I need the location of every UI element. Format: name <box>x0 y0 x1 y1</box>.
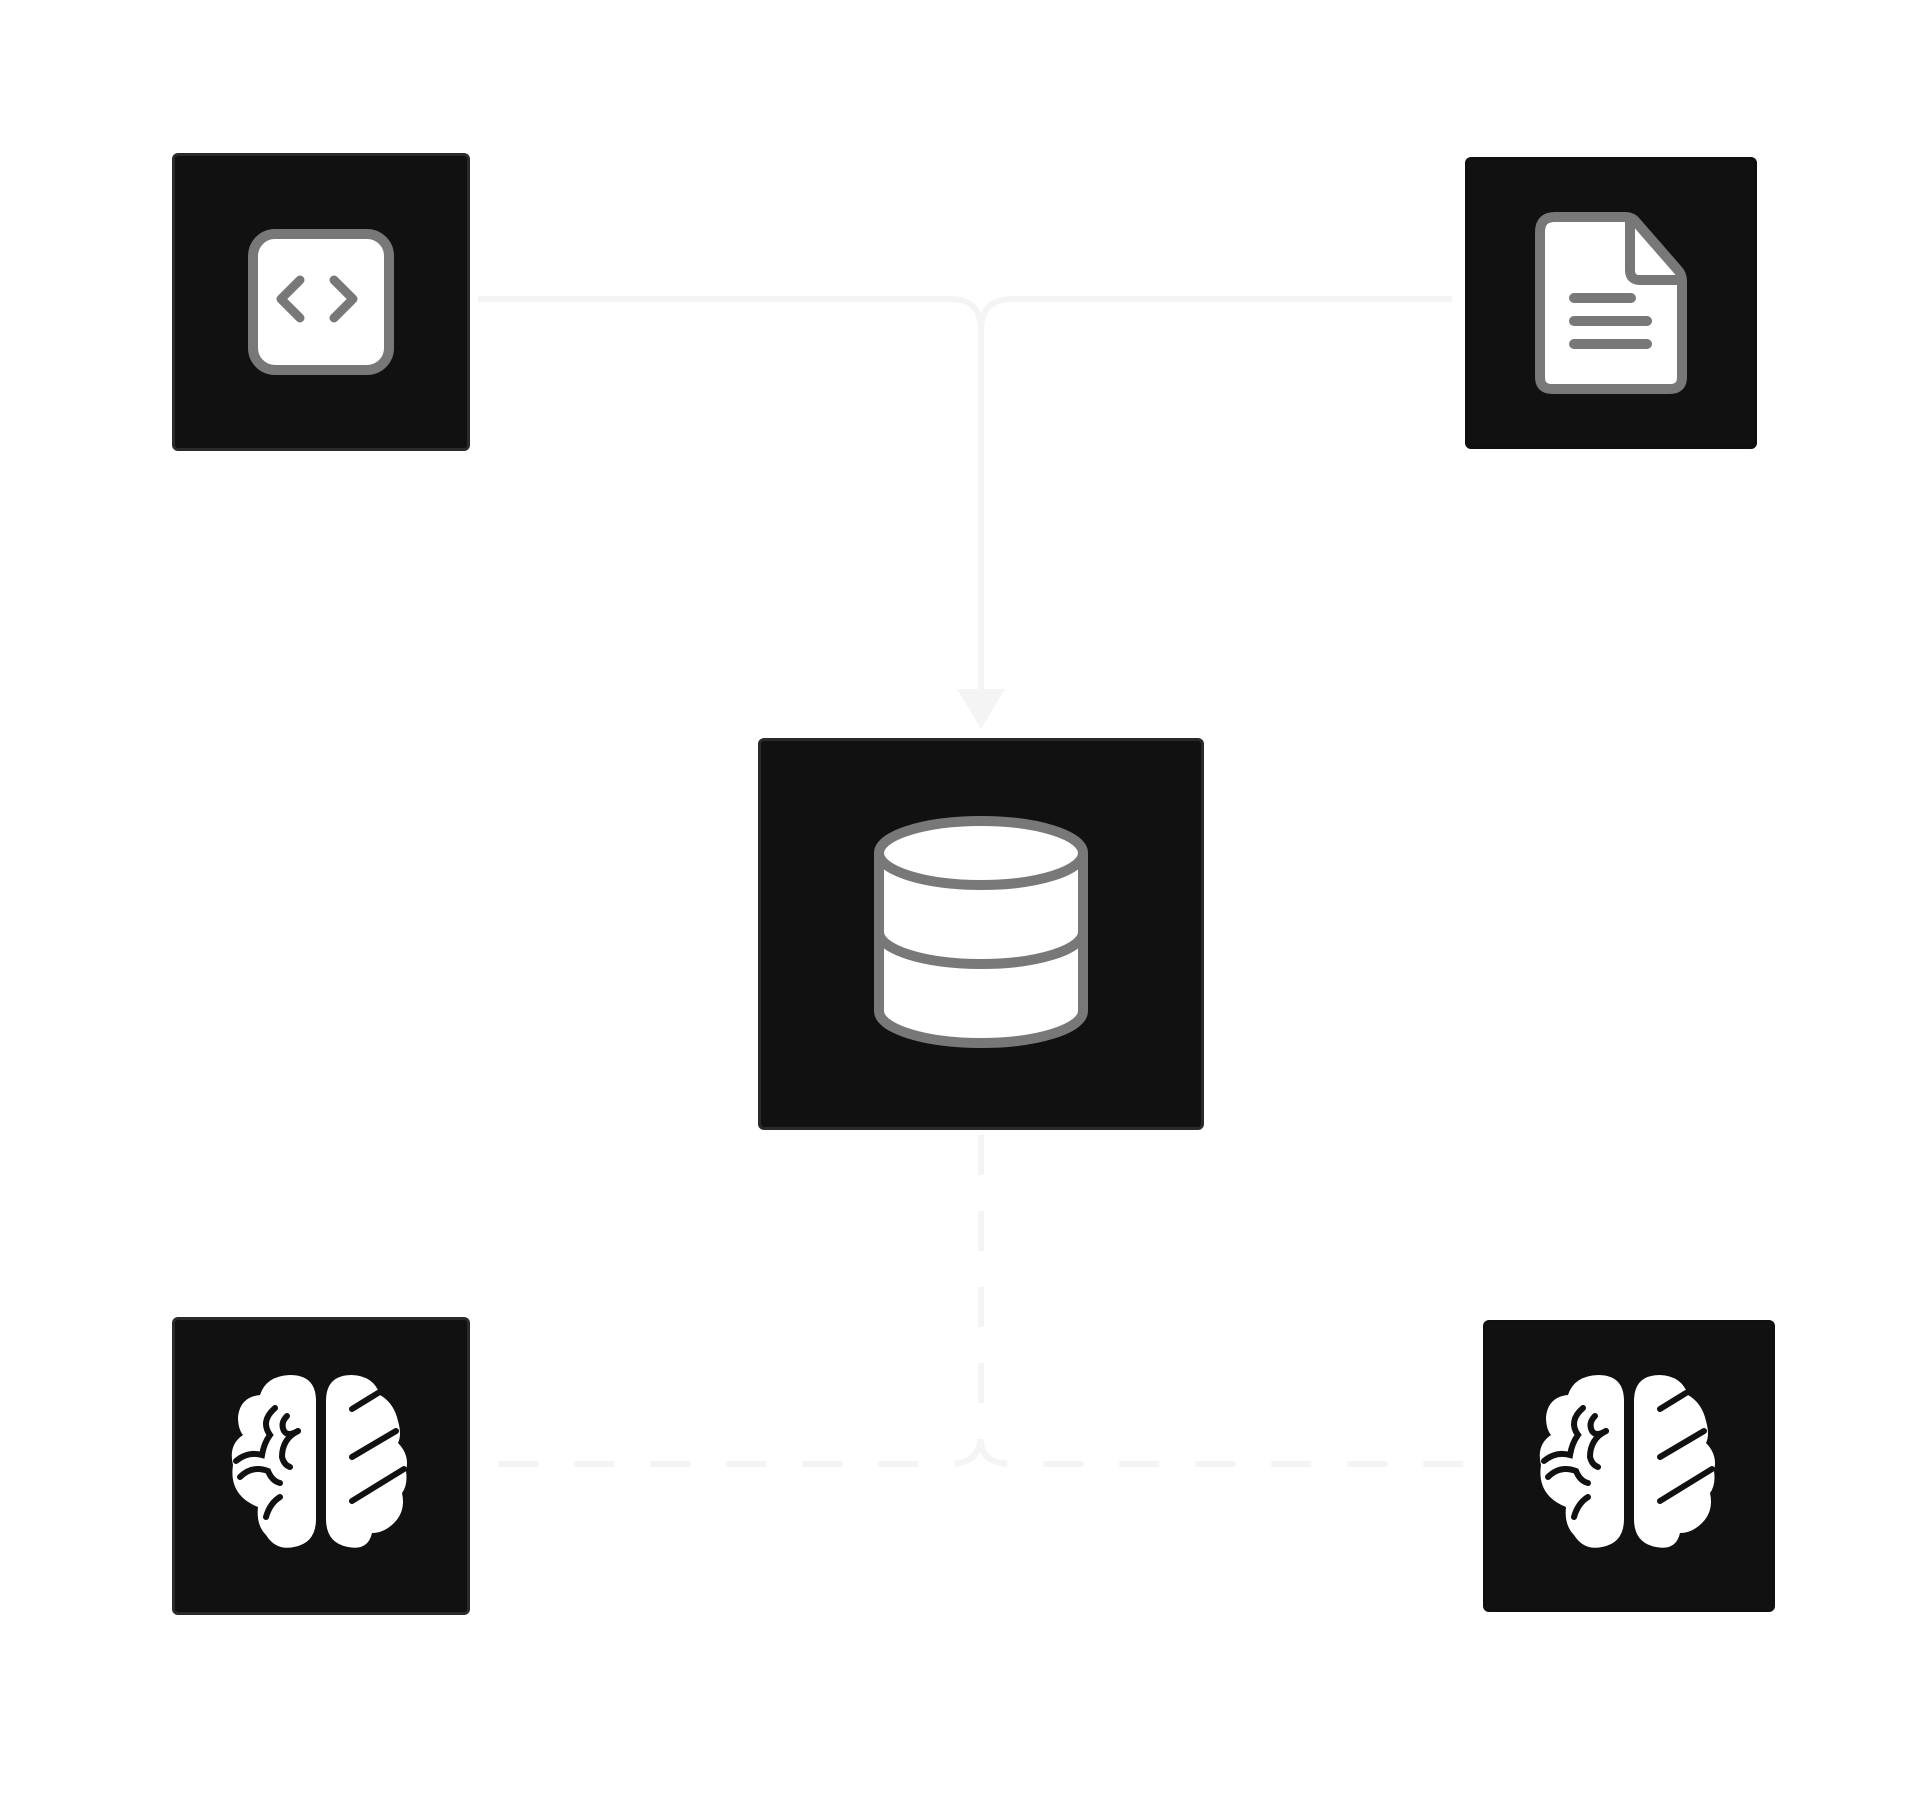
brain-icon <box>231 1375 407 1548</box>
code-icon <box>248 229 394 375</box>
document-icon <box>1535 212 1687 394</box>
database-icon <box>874 816 1088 1048</box>
node-document <box>1465 157 1757 449</box>
arrowhead-database <box>957 689 1005 729</box>
edge-document-to-database <box>978 296 1452 692</box>
edge-database-to-brain-left <box>478 1135 984 1467</box>
node-brain-left <box>172 1317 470 1615</box>
edge-database-to-brain-right <box>978 1439 1470 1467</box>
node-code <box>172 153 470 451</box>
node-brain-right <box>1483 1320 1775 1612</box>
edge-code-to-database <box>478 296 984 331</box>
brain-icon <box>1539 1375 1715 1548</box>
node-database <box>758 738 1204 1130</box>
